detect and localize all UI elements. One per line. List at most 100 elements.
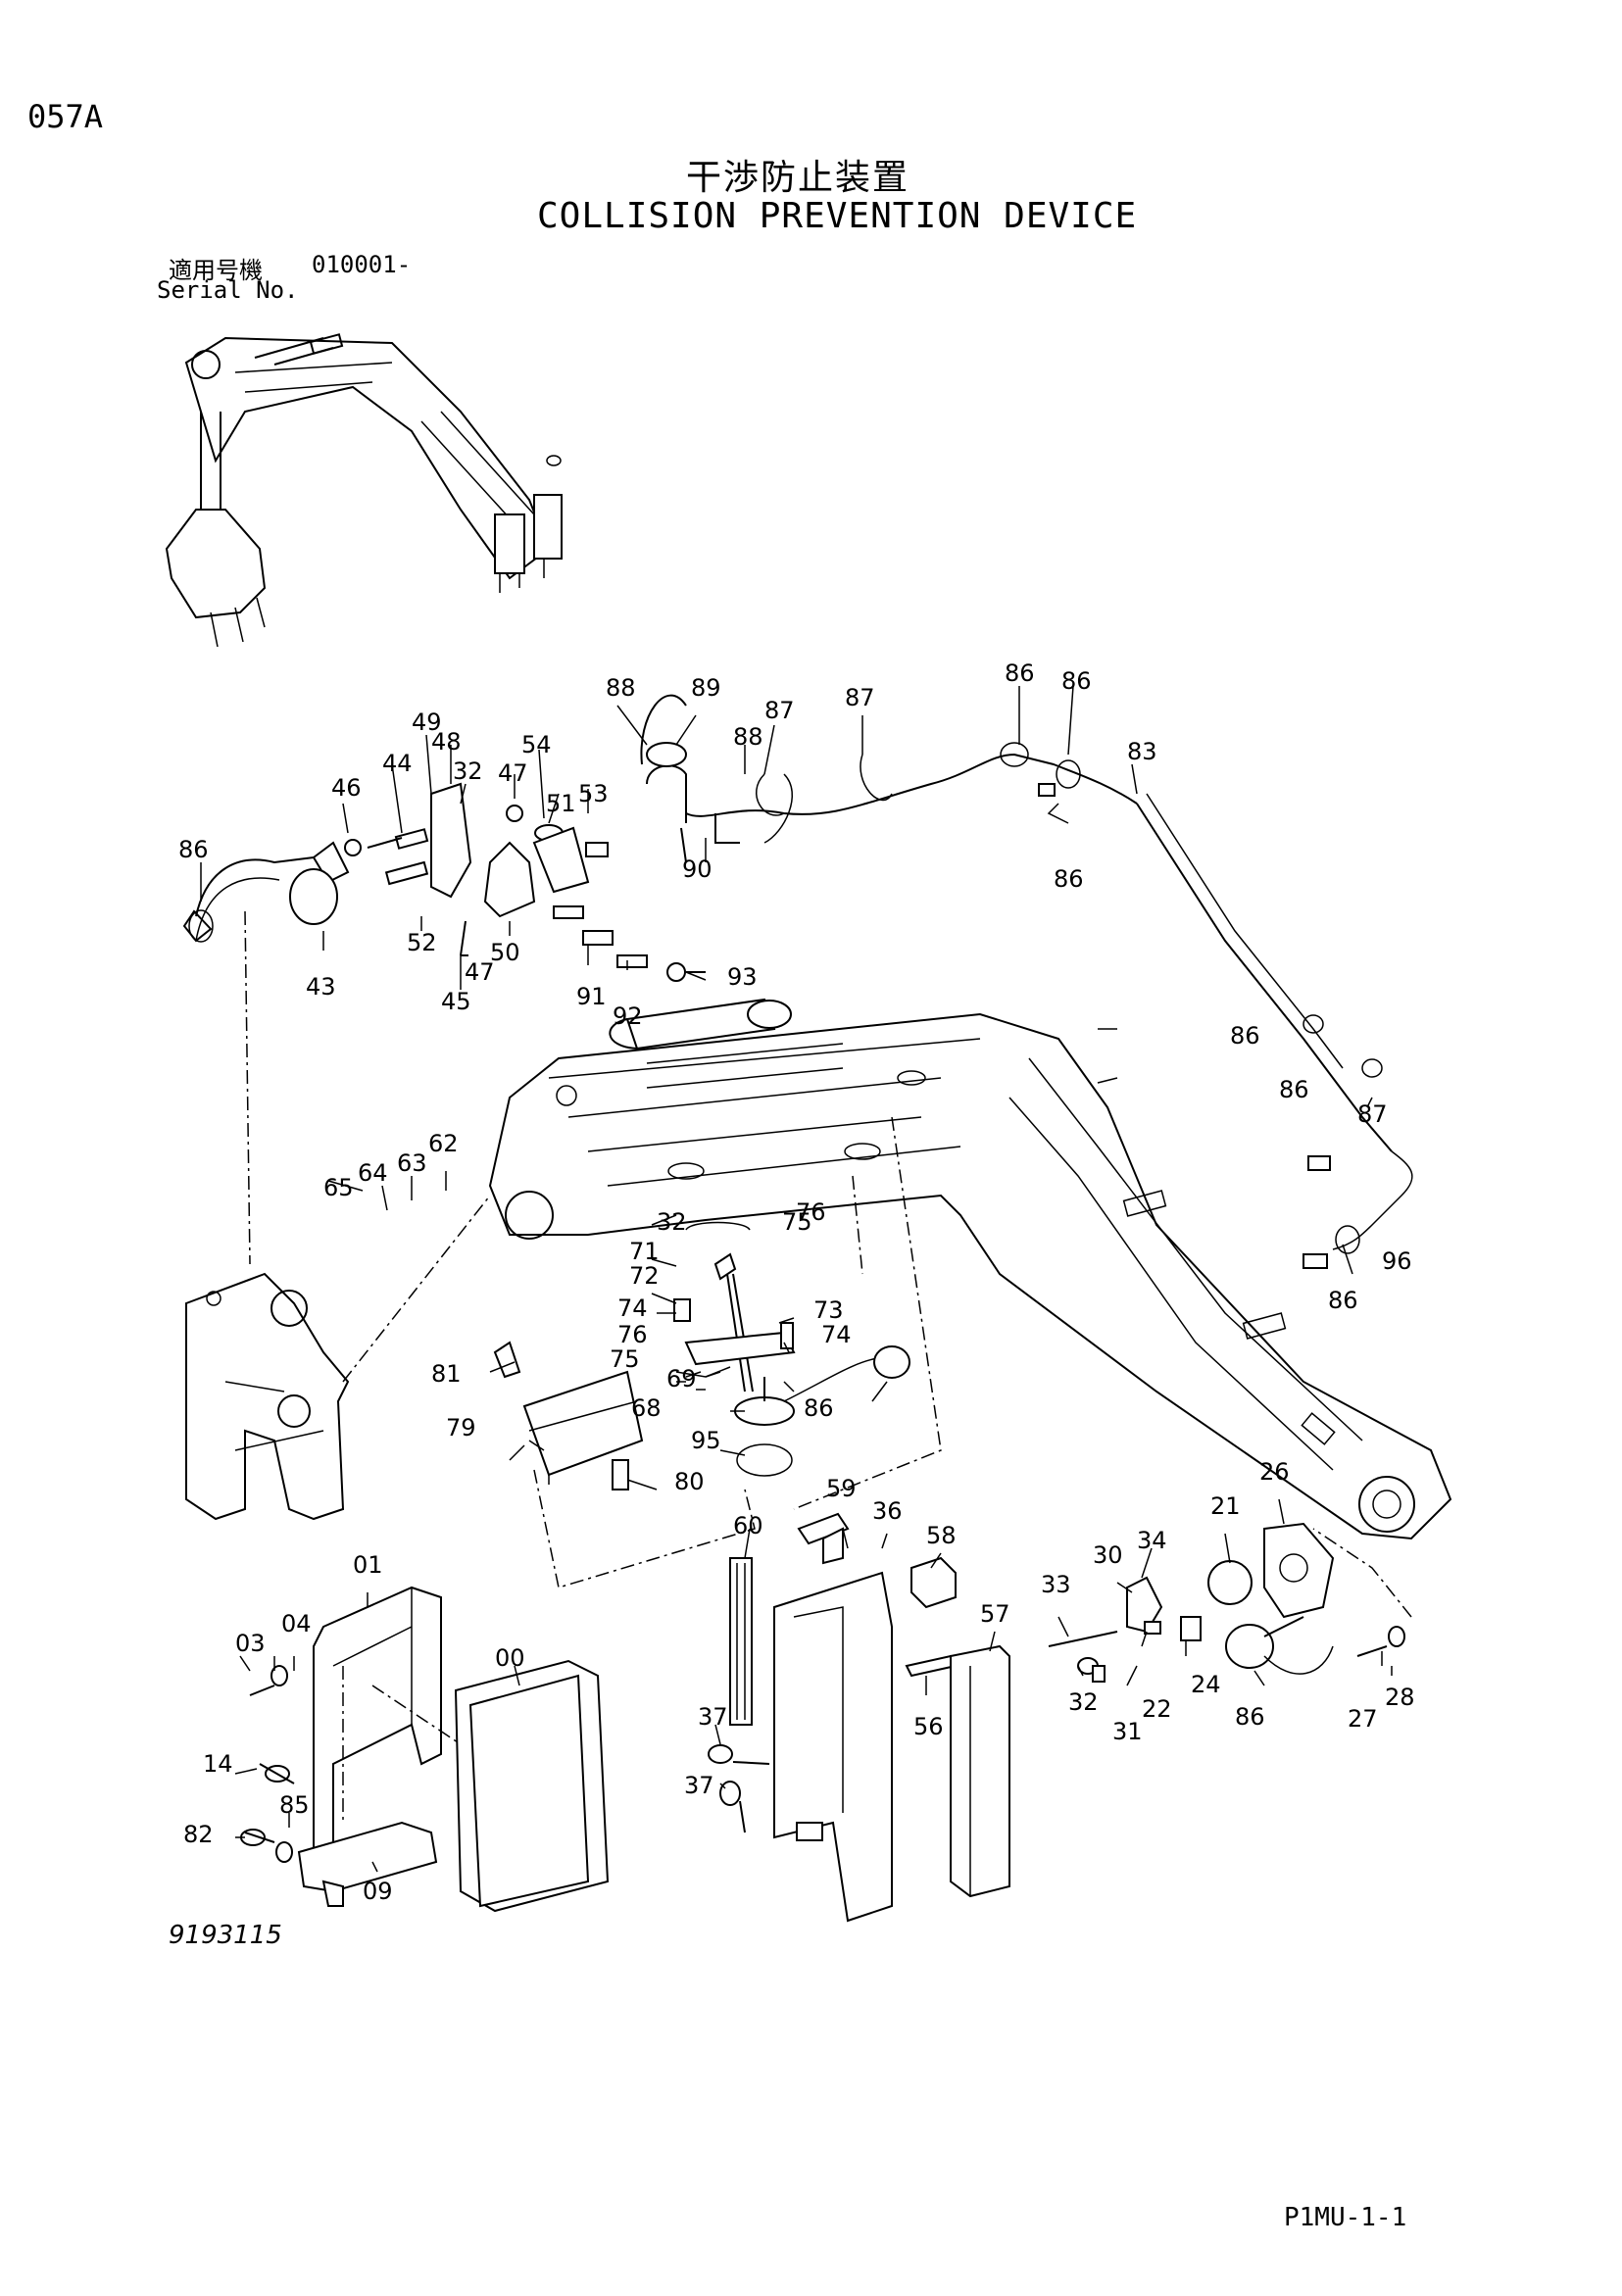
callout-label: 04 [281, 1610, 312, 1637]
callout-label: 88 [606, 674, 636, 702]
callout-label: 51 [546, 790, 576, 817]
main-boom [488, 998, 1452, 1540]
callout-label: 49 [412, 708, 442, 736]
callout-label: 50 [490, 939, 520, 966]
serial-value: 010001- [312, 251, 412, 278]
callout-label: 59 [826, 1475, 857, 1502]
callout-label: 52 [407, 929, 437, 956]
callout-label: 43 [306, 973, 336, 1001]
callout-label: 86 [1054, 865, 1084, 893]
overview-excavator-sketch [165, 333, 563, 648]
callout-label: 60 [733, 1512, 763, 1539]
callout-label: 95 [691, 1427, 721, 1454]
callout-label: 91 [576, 983, 607, 1010]
callout-label: 88 [733, 723, 763, 751]
callout-label: 83 [1127, 738, 1157, 765]
drawing-number: 9193115 [169, 1921, 282, 1950]
callout-label: 00 [495, 1644, 525, 1672]
callout-label: 56 [913, 1713, 944, 1740]
serial-label-english: Serial No. [157, 276, 299, 304]
page-reference: P1MU-1-1 [1284, 2203, 1407, 2232]
callout-label: 75 [782, 1208, 812, 1236]
callout-label: 74 [617, 1295, 648, 1322]
callout-label: 86 [1230, 1022, 1260, 1050]
callout-label: 76 [617, 1321, 648, 1348]
callout-label: 33 [1041, 1571, 1071, 1598]
callout-label: 76 [796, 1198, 826, 1226]
callout-label: 86 [1235, 1703, 1265, 1731]
callout-label: 58 [926, 1522, 957, 1549]
callout-label: 85 [279, 1791, 310, 1819]
callout-label: 72 [629, 1262, 660, 1290]
callout-label: 37 [698, 1703, 728, 1731]
callout-label: 34 [1137, 1527, 1167, 1554]
page-code: 057A [27, 98, 104, 135]
callout-label: 44 [382, 750, 413, 777]
cover-panels [708, 1512, 1010, 1923]
callout-label: 86 [1279, 1076, 1309, 1103]
callout-label: 87 [1357, 1100, 1388, 1128]
linkage-cluster [182, 782, 706, 982]
callout-label: 75 [610, 1345, 640, 1373]
callout-label: 45 [441, 988, 471, 1015]
callout-label: 69 [666, 1365, 697, 1392]
callout-label: 24 [1191, 1671, 1221, 1698]
callout-label: 92 [613, 1002, 643, 1030]
callout-label: 36 [872, 1497, 903, 1525]
callout-label: 62 [428, 1130, 459, 1157]
right-sensor-assembly [1048, 1522, 1412, 1683]
callout-label: 93 [727, 963, 758, 991]
callout-label: 86 [804, 1394, 834, 1422]
callout-label: 73 [813, 1296, 844, 1324]
callout-label: 47 [465, 958, 495, 986]
callout-label: 14 [203, 1750, 233, 1778]
callout-label: 37 [684, 1772, 714, 1799]
callout-label: 64 [358, 1159, 388, 1187]
callout-label: 87 [764, 697, 795, 724]
callout-label: 89 [691, 674, 721, 702]
callout-label: 90 [682, 855, 713, 883]
callout-label: 86 [1005, 659, 1035, 687]
callout-label: 31 [1112, 1718, 1143, 1745]
callout-label: 74 [821, 1321, 852, 1348]
bracket-and-controller [240, 1586, 610, 1913]
callout-label: 53 [578, 780, 609, 807]
serial-label-japanese: 適用号機 [169, 257, 263, 284]
callout-label: 82 [183, 1821, 214, 1848]
center-sensor-assembly [493, 1116, 942, 1588]
callout-label: 21 [1210, 1492, 1241, 1520]
callout-label: 86 [1061, 667, 1092, 695]
callout-label: 81 [431, 1360, 462, 1388]
callout-label: 32 [453, 757, 483, 785]
callout-label: 03 [235, 1630, 266, 1657]
title-english: COLLISION PREVENTION DEVICE [537, 196, 1138, 236]
callout-label: 86 [1328, 1287, 1358, 1314]
arm-bracket [185, 910, 491, 1521]
callout-label: 68 [631, 1394, 662, 1422]
callout-label: 27 [1348, 1705, 1378, 1733]
wire-harness [640, 694, 1413, 1269]
callout-label: 79 [446, 1414, 476, 1441]
callout-label: 86 [178, 836, 209, 863]
callout-labels: 88 89 87 87 86 86 83 88 90 86 49 48 46 4… [178, 659, 1415, 1905]
callout-label: 26 [1259, 1458, 1290, 1486]
callout-label: 09 [363, 1878, 393, 1905]
callout-label: 87 [845, 684, 875, 711]
callout-label: 01 [353, 1551, 383, 1579]
callout-label: 54 [521, 731, 552, 758]
title-japanese: 干渉防止装置 [686, 158, 910, 198]
callout-label: 22 [1142, 1695, 1172, 1723]
callout-label: 63 [397, 1149, 427, 1177]
callout-label: 32 [657, 1208, 687, 1236]
callout-label: 80 [674, 1468, 705, 1495]
callout-label: 47 [498, 759, 528, 787]
callout-label: 46 [331, 774, 362, 802]
callout-label: 28 [1385, 1684, 1415, 1711]
callout-label: 48 [431, 728, 462, 756]
callout-label: 30 [1093, 1541, 1123, 1569]
callout-label: 71 [629, 1238, 660, 1265]
callout-label: 65 [323, 1174, 354, 1201]
callout-label: 32 [1068, 1688, 1099, 1716]
callout-label: 96 [1382, 1247, 1412, 1275]
